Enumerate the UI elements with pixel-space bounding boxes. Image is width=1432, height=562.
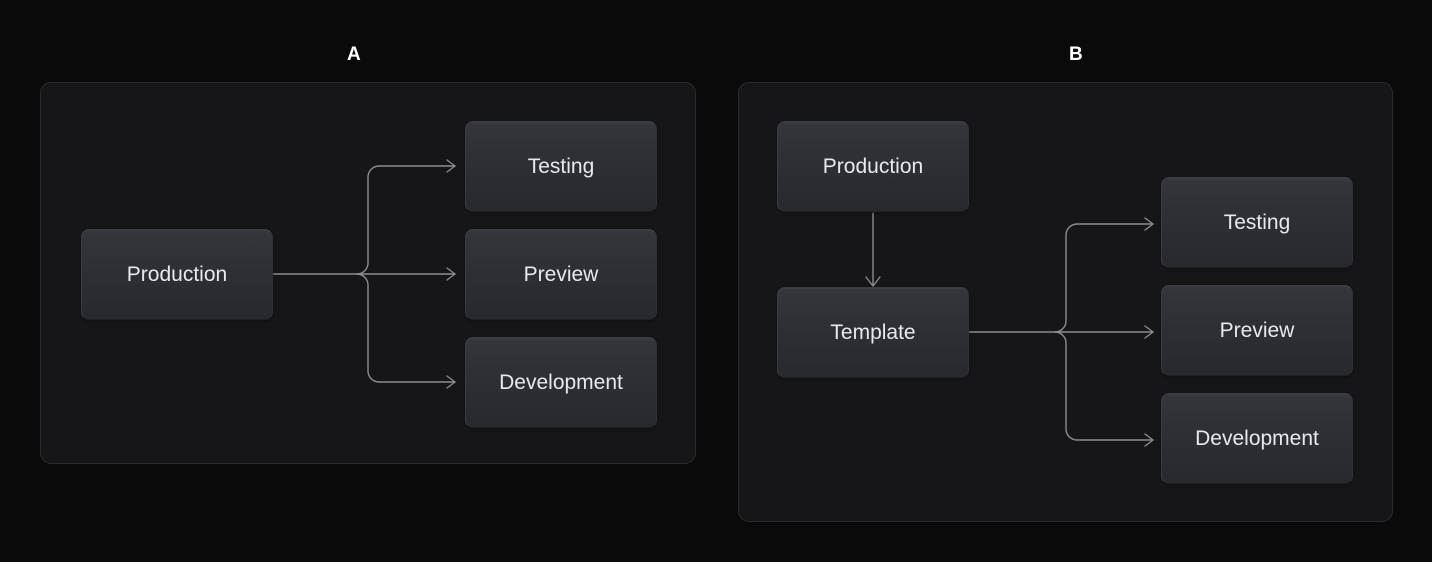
node-b-testing-label: Testing xyxy=(1223,211,1291,234)
node-a-preview-label: Preview xyxy=(523,263,599,286)
node-b-preview-label: Preview xyxy=(1219,319,1295,342)
node-a-preview[interactable]: Preview xyxy=(465,229,657,320)
arrowhead-template xyxy=(865,276,881,287)
panel-a: Production Testing Preview Development xyxy=(40,82,696,464)
node-a-development-label: Development xyxy=(499,371,623,394)
node-a-testing-label: Testing xyxy=(527,155,595,178)
edge-branch-testing xyxy=(356,165,456,275)
node-a-testing[interactable]: Testing xyxy=(465,121,657,212)
panel-a-label: A xyxy=(346,44,362,65)
edge-branch-development xyxy=(1054,331,1154,441)
node-b-development-label: Development xyxy=(1195,427,1319,450)
arrowhead-preview xyxy=(1144,325,1154,339)
node-b-production[interactable]: Production xyxy=(777,121,969,212)
node-a-development[interactable]: Development xyxy=(465,337,657,428)
node-b-production-label: Production xyxy=(822,155,924,178)
node-b-template[interactable]: Template xyxy=(777,287,969,378)
arrowhead-development xyxy=(446,375,456,389)
arrowhead-development xyxy=(1144,433,1154,447)
node-b-template-label: Template xyxy=(830,321,916,344)
panel-b: Production Template Testing Preview Deve… xyxy=(738,82,1393,522)
arrowhead-testing xyxy=(446,159,456,173)
arrowhead-testing xyxy=(1144,217,1154,231)
node-a-production-label: Production xyxy=(126,263,228,286)
arrowhead-preview xyxy=(446,267,456,281)
node-a-production[interactable]: Production xyxy=(81,229,273,320)
edge-branch-testing xyxy=(1054,223,1154,333)
node-b-development[interactable]: Development xyxy=(1161,393,1353,484)
node-b-preview[interactable]: Preview xyxy=(1161,285,1353,376)
node-b-testing[interactable]: Testing xyxy=(1161,177,1353,268)
panel-b-label: B xyxy=(1068,44,1084,65)
edge-branch-development xyxy=(356,273,456,383)
